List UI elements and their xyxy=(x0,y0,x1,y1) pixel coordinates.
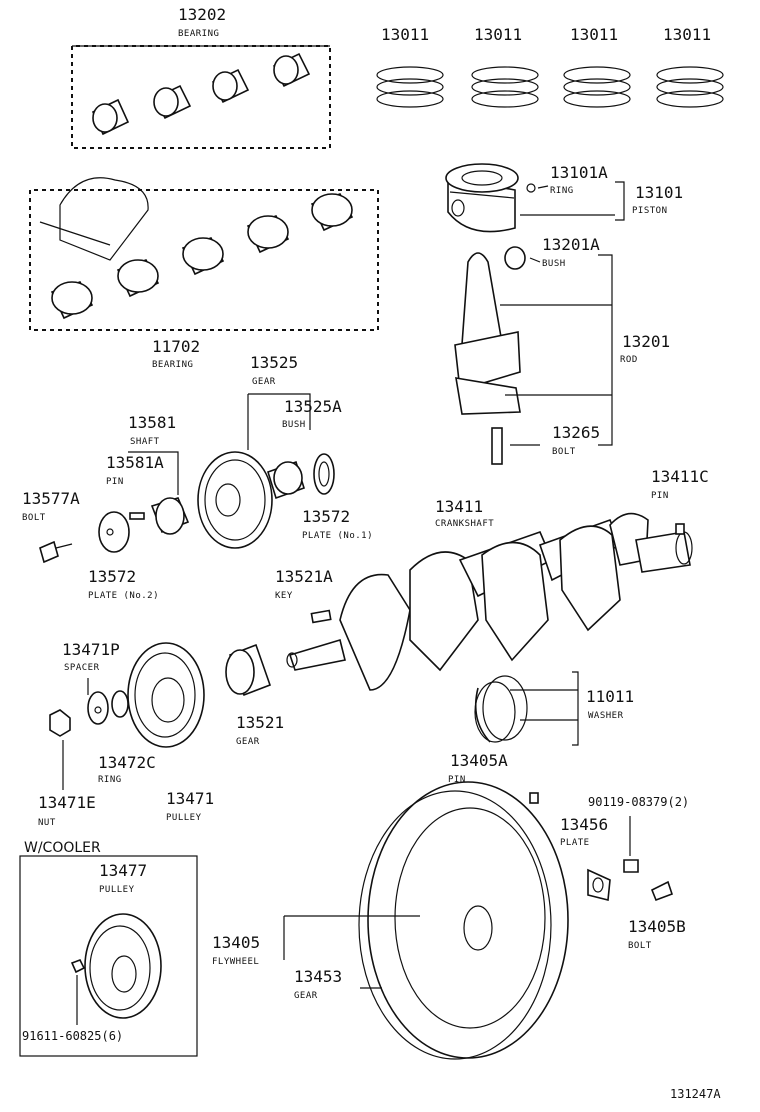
label-13572-no2-name: PLATE (No.2) xyxy=(88,591,159,601)
label-13577a-name: BOLT xyxy=(22,513,46,523)
label-13405b-name: BOLT xyxy=(628,941,652,951)
label-13011-c: 13011 xyxy=(570,25,618,44)
label-13265-name: BOLT xyxy=(552,447,576,457)
label-13581a-name: PIN xyxy=(106,477,124,487)
label-13405a-number: 13405A xyxy=(450,751,508,770)
label-13411c-number: 13411C xyxy=(651,467,709,486)
label-13572-no1-name: PLATE (No.1) xyxy=(302,531,373,541)
label-13471e-number: 13471E xyxy=(38,793,96,812)
label-13202-name: BEARING xyxy=(178,29,219,39)
label-13202-number: 13202 xyxy=(178,5,226,24)
thrust-washer-drawing xyxy=(474,671,579,746)
crank-pulley-drawing xyxy=(49,642,205,790)
crank-gear-drawing xyxy=(225,643,272,697)
label-13265-number: 13265 xyxy=(552,423,600,442)
label-13411-number: 13411 xyxy=(435,497,483,516)
label-13521a-number: 13521A xyxy=(275,567,333,586)
label-13411c-name: PIN xyxy=(651,491,669,501)
label-13471-name: PULLEY xyxy=(166,813,202,823)
label-13101a-number: 13101A xyxy=(550,163,608,182)
flywheel-drawing xyxy=(283,781,674,1060)
label-13471p-number: 13471P xyxy=(62,640,120,659)
label-13101a-name: RING xyxy=(550,186,574,196)
label-13405-number: 13405 xyxy=(212,933,260,952)
label-13521a-name: KEY xyxy=(275,591,293,601)
label-13471p-name: SPACER xyxy=(64,663,100,673)
crankshaft-drawing xyxy=(286,512,693,691)
cooler-group-header: W/COOLER xyxy=(24,840,101,856)
label-13577a-number: 13577A xyxy=(22,489,80,508)
label-13581-name: SHAFT xyxy=(130,437,160,447)
label-13525-number: 13525 xyxy=(250,353,298,372)
label-13472c-number: 13472C xyxy=(98,753,156,772)
label-13456-number: 13456 xyxy=(560,815,608,834)
label-11702-number: 11702 xyxy=(152,337,200,356)
label-13456-name: PLATE xyxy=(560,838,590,848)
piston-drawing xyxy=(445,163,625,233)
label-13572-no2-number: 13572 xyxy=(88,567,136,586)
label-13581a-number: 13581A xyxy=(106,453,164,472)
label-13472c-name: RING xyxy=(98,775,122,785)
label-11011-number: 11011 xyxy=(586,687,634,706)
connecting-rod-drawing xyxy=(454,246,613,465)
label-13405a-name: PIN xyxy=(448,775,466,785)
label-91611-number: 91611-60825(6) xyxy=(22,1029,123,1043)
cooler-pulley-drawing xyxy=(19,855,198,1057)
label-13477-number: 13477 xyxy=(99,861,147,880)
label-13521-number: 13521 xyxy=(236,713,284,732)
label-13453-name: GEAR xyxy=(294,991,318,1001)
label-11011-name: WASHER xyxy=(588,711,624,721)
label-13011-a: 13011 xyxy=(381,25,429,44)
label-13101-number: 13101 xyxy=(635,183,683,202)
label-90119-number: 90119-08379(2) xyxy=(588,795,689,809)
label-11702-name: BEARING xyxy=(152,360,193,370)
label-group: 13202 BEARING 13011 13011 13011 13011 13… xyxy=(22,5,721,1101)
label-13471e-name: NUT xyxy=(38,818,56,828)
crank-bearing-set-drawing xyxy=(29,177,379,331)
label-13453-number: 13453 xyxy=(294,967,342,986)
label-13405b-number: 13405B xyxy=(628,917,686,936)
label-13572-no1-number: 13572 xyxy=(302,507,350,526)
label-13405-name: FLYWHEEL xyxy=(212,957,259,967)
piston-ring-sets-drawing xyxy=(376,66,724,108)
label-13525-name: GEAR xyxy=(252,377,276,387)
label-13201a-number: 13201A xyxy=(542,235,600,254)
label-13101-name: PISTON xyxy=(632,206,668,216)
label-13525a-number: 13525A xyxy=(284,397,342,416)
label-13201-number: 13201 xyxy=(622,332,670,351)
figure-code: 131247A xyxy=(670,1087,721,1101)
label-13011-d: 13011 xyxy=(663,25,711,44)
label-13471-number: 13471 xyxy=(166,789,214,808)
label-13521-name: GEAR xyxy=(236,737,260,747)
label-13477-name: PULLEY xyxy=(99,885,135,895)
label-13201-name: ROD xyxy=(620,355,638,365)
label-13201a-name: BUSH xyxy=(542,259,566,269)
label-13581-number: 13581 xyxy=(128,413,176,432)
main-bearing-set-drawing xyxy=(71,45,331,149)
label-13011-b: 13011 xyxy=(474,25,522,44)
idler-gear-assembly-drawing xyxy=(39,393,335,564)
label-13411-name: CRANKSHAFT xyxy=(435,519,494,529)
label-13525a-name: BUSH xyxy=(282,420,306,430)
